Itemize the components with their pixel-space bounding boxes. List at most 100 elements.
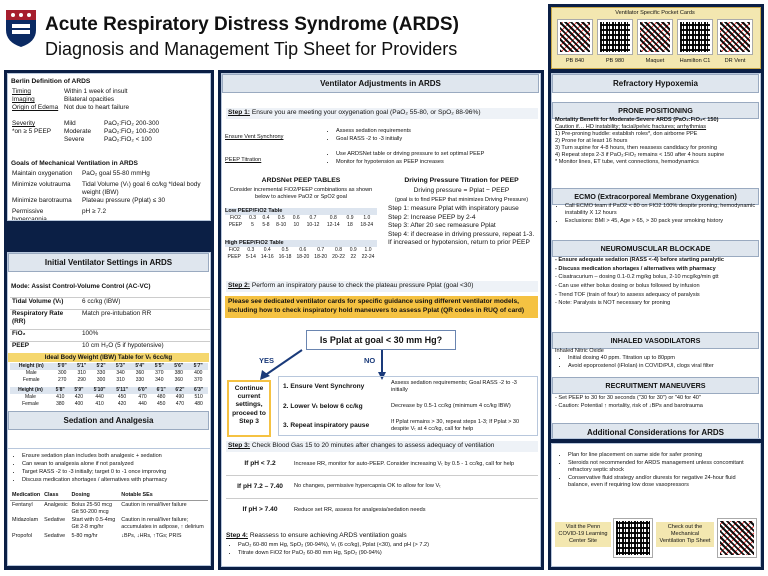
step3: Step 3: Check Blood Gas 15 to 20 minutes… bbox=[226, 441, 538, 452]
text-ibw-t1-rows-1-5: 330 bbox=[135, 376, 145, 383]
text-initial-rows-2-1: 100% bbox=[80, 329, 210, 342]
text-vent-no-rows-2-0: 3. Repeat inspiratory pause bbox=[283, 422, 370, 429]
text-ibw-t2-rows-1-1: 380 bbox=[56, 400, 65, 407]
text-refractory-nmb-lines-5: - Note: Paralysis is NOT necessary for p… bbox=[555, 300, 671, 307]
additional-bullets: Plan for line placement on same side for… bbox=[558, 452, 756, 490]
text-ibw-t1-rows-0-7: 380 bbox=[174, 369, 183, 376]
text-ibw-t2-rows-1-6: 450 bbox=[157, 400, 166, 407]
text-ibw-t1-rows-0-3: 330 bbox=[96, 369, 106, 376]
text-vent-dp-steps-2: Step 3: After 20 sec remeasure Pplat bbox=[388, 222, 496, 230]
qr-code-dr-vent[interactable] bbox=[717, 19, 753, 55]
text-vent-ph-rows-1-0: If pH 7.2 – 7.40 bbox=[226, 475, 294, 500]
text-sedation-bullets-2: Target RASS -2 to -3 initially; target 0… bbox=[22, 469, 208, 476]
pocket-label-maquet: Maquet bbox=[645, 58, 665, 64]
text-ibw-t2-rows-1-8: 480 bbox=[194, 400, 203, 407]
text-sedation-bullets-3: Discuss medication shortages / alternati… bbox=[22, 477, 208, 484]
text-ibw-t1-head-0: Height (in) bbox=[10, 363, 53, 370]
text-sedation-meds-1-2: Start with 0.5-4mg Gtt 2-8 mg/hr bbox=[71, 517, 116, 530]
text-ibw-t1-rows-1-7: 360 bbox=[174, 376, 183, 383]
text-vent-step2-text: Perform an inspiratory pause to check th… bbox=[251, 282, 474, 289]
no-branch-box: 1. Ensure Vent Synchrony Assess sedation… bbox=[278, 376, 538, 436]
text-vent-low-peep-3: 8-10 bbox=[276, 221, 287, 228]
text-berlin-rows-2-1: Not due to heart failure bbox=[64, 104, 130, 111]
sedation-bullets: Ensure sedation plan includes both analg… bbox=[12, 453, 208, 485]
text-vent-high-fio2-8: 1.0 bbox=[364, 247, 372, 253]
text-vent-step3: Step 3: bbox=[228, 442, 250, 449]
qr-code-mech-vent[interactable] bbox=[717, 518, 757, 558]
text-sedation-meds-2-1: Sedative bbox=[44, 532, 66, 539]
text-vent-low-fio2-8: 1.0 bbox=[363, 215, 371, 221]
nmb-title: NEUROMUSCULAR BLOCKADE bbox=[552, 240, 759, 257]
text-vent-no-rows-0-0: 1. Ensure Vent Synchrony bbox=[283, 383, 365, 390]
initial-settings-table: Tidal Volume (Vₜ)6 cc/kg (IBW) Respirato… bbox=[10, 297, 210, 353]
text-vent-low-fio2-7: 0.9 bbox=[346, 215, 354, 221]
qr-code-pb980[interactable] bbox=[597, 19, 633, 55]
text-sedation-meds-1-1: Sedative bbox=[44, 517, 66, 524]
text-vent-low-peep-1: 5 bbox=[251, 221, 254, 228]
text-ibw-t1-head-1: 5'0" bbox=[52, 363, 72, 370]
vaso-bullets: Initial dosing 40 ppm. Titration up to 8… bbox=[558, 355, 758, 371]
text-goals-rows-3-1: pH ≥ 7.2 bbox=[82, 208, 107, 215]
qr-code-hamilton[interactable] bbox=[677, 19, 713, 55]
pocket-label-pb980: PB 980 bbox=[605, 58, 625, 64]
ardsnet-title: ARDSNet PEEP TABLES bbox=[261, 177, 341, 184]
text-ibw-t1-head-8: 5'7" bbox=[188, 363, 208, 370]
text-vent-step3-text: Check Blood Gas 15 to 20 minutes after c… bbox=[251, 442, 495, 449]
text-ibw-t2-rows-1-2: 400 bbox=[74, 400, 84, 407]
text-refractory-prone-lines-6: * Monitor lines, ET tube, vent connectio… bbox=[555, 158, 699, 165]
text-refractory-ecmo-b-0: Call ECMO team if PaO2 < 80 on FIO2 100%… bbox=[565, 203, 758, 217]
text-ibw-t2-rows-1-7: 470 bbox=[175, 400, 185, 407]
text-berlin-rows-0-1: Within 1 week of insult bbox=[64, 88, 128, 95]
evs-label: Ensure Vent Synchrony bbox=[225, 134, 284, 140]
nmb-lines: - Ensure adequate sedation (RASS <-4) be… bbox=[555, 256, 758, 308]
text-goals-rows-1-1: Tidal Volume (Vₜ) goal 6 cc/kg *Ideal bo… bbox=[82, 181, 201, 196]
ardsnet-subtitle: Consider incremental FiO2/PEEP combinati… bbox=[229, 187, 373, 200]
text-vent-evs-b-1: Goal RASS -2 to -3 initially bbox=[336, 136, 536, 143]
text-berlin-severity-2-1: PaO₂:FiO₂ < 100 bbox=[104, 136, 152, 143]
text-refractory-rec-lines-0: - Set PEEP to 30 for 30 seconds ("30 for… bbox=[555, 395, 701, 401]
text-sedation-med-head-3: Notable SEs bbox=[119, 491, 208, 501]
text-vent-low-fio2-5: 0.7 bbox=[309, 215, 317, 221]
text-ibw-t1-rows-1-2: 290 bbox=[77, 376, 86, 383]
text-initial-rows-2-0: FiO₂ bbox=[10, 329, 80, 342]
vaso-heading: Inhaled Nitric Oxide bbox=[555, 348, 604, 354]
text-vent-step4-b-0: PaO₂ 60-80 mm Hg, SpO₂ (90-94%), Vₜ (6 c… bbox=[238, 542, 536, 549]
text-berlin-severity-0-1: PaO₂:FiO₂ 200-300 bbox=[104, 120, 160, 127]
text-ibw-t2-rows-1-3: 410 bbox=[95, 400, 104, 407]
low-peep-title: Low PEEP/FiO2 Table bbox=[225, 208, 377, 215]
qr-code-penn-covid[interactable] bbox=[613, 518, 653, 558]
text-vent-high-peep-8: 22-24 bbox=[361, 253, 375, 260]
text-ibw-t1-head-5: 5'4" bbox=[130, 363, 150, 370]
text-refractory-prone-lines-3: 2) Prone for at least 16 hours bbox=[555, 137, 628, 144]
text-berlin-severity-2-0: Severe bbox=[64, 136, 85, 143]
qr-code-pb840[interactable] bbox=[557, 19, 593, 55]
step4-bullets: PaO₂ 60-80 mm Hg, SpO₂ (90-94%), Vₜ (6 c… bbox=[228, 542, 536, 558]
text-additional-bullets-1: Steroids not recommended for ARDS manage… bbox=[568, 460, 756, 474]
qr-code-maquet[interactable] bbox=[637, 19, 673, 55]
text-vent-low-fio2-2: 0.4 bbox=[262, 215, 270, 221]
goals-title: Goals of Mechanical Ventilation in ARDS bbox=[11, 160, 138, 167]
dp-formula: Driving pressure = Pplat − PEEP bbox=[413, 187, 510, 194]
text-vent-high-fio2-2: 0.4 bbox=[263, 247, 271, 253]
text-additional-bullets-0: Plan for line placement on same side for… bbox=[568, 452, 756, 459]
text-ibw-t2-rows-0-4: 450 bbox=[117, 393, 127, 400]
sedation-title: Sedation and Analgesia bbox=[8, 411, 209, 430]
text-vent-high-fio2-3: 0.5 bbox=[281, 247, 289, 253]
text-vent-low-fio2-3: 0.5 bbox=[277, 215, 285, 221]
text-sedation-meds-0-0: Fentanyl bbox=[12, 501, 33, 508]
text-vent-ph-rows-2-1: Reduce set RR, assess for analgesia/seda… bbox=[294, 506, 426, 513]
text-berlin-severity-label: Severity bbox=[12, 120, 36, 127]
text-sedation-meds-0-2: Bolus 25-50 mcg Gtt 50-200 mcg bbox=[71, 501, 112, 515]
text-refractory-nmb-lines-0: - Ensure adequate sedation (RASS <-4) be… bbox=[555, 257, 724, 263]
mode-text: Mode: Assist Control-Volume Control (AC-… bbox=[11, 283, 151, 290]
text-sedation-med-head-2: Dosing bbox=[69, 491, 120, 501]
middle-column: Ventilator Adjustments in ARDS Step 1: E… bbox=[218, 70, 544, 570]
right-column: Ventilator Specific Pocket Cards PB 840 … bbox=[548, 4, 764, 570]
dp-goal: (goal is to find PEEP that minimizes Dri… bbox=[394, 197, 529, 203]
text-ibw-t1-rows-1-0: Female bbox=[22, 376, 40, 383]
text-refractory-vaso-b-1: Avoid epoprostenol (iFlolan) in COVID/PU… bbox=[568, 363, 758, 370]
text-berlin-severity-1-0: Moderate bbox=[64, 128, 91, 135]
